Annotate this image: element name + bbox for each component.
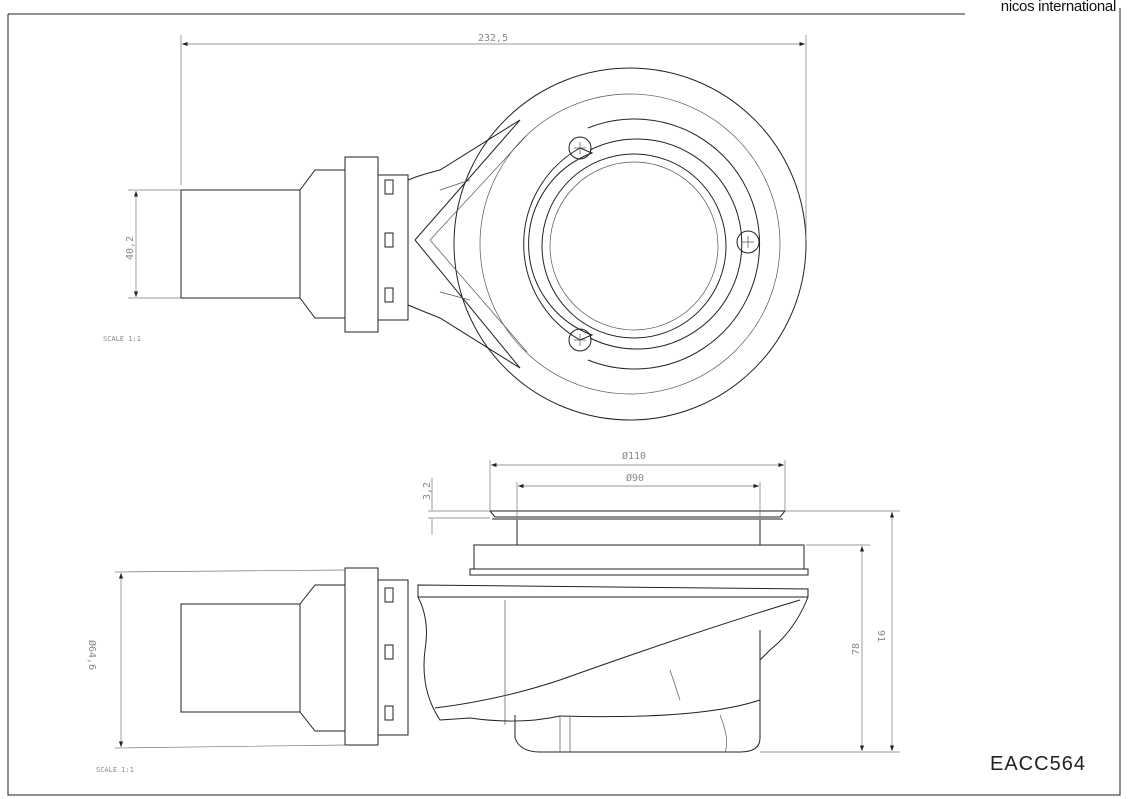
- dim-outlet-diameter: Ø64,6: [86, 640, 98, 670]
- dim-total-height: 91: [875, 630, 886, 642]
- dim-body-height: 78: [851, 643, 862, 655]
- dim-overall-length: 232,5: [478, 33, 508, 44]
- dim-outer-diameter: Ø110: [622, 450, 646, 462]
- brand-logo: nicos international: [1000, 0, 1117, 15]
- top-view-scale: SCALE 1:1: [103, 335, 141, 343]
- drawing-frame: [7, 8, 1121, 796]
- side-view-scale: SCALE 1:1: [96, 766, 134, 774]
- dim-inner-diameter: Ø90: [626, 472, 644, 484]
- side-view: Ø110 Ø90 3,2 78 91 Ø64,6 SCALE 1:1: [86, 450, 900, 774]
- dim-flange-thickness: 3,2: [422, 482, 433, 500]
- dim-outlet-height: 40,2: [125, 236, 136, 260]
- top-view: 232,5 40,2 SCALE 1:1: [103, 33, 807, 421]
- drawing-code: EACC564: [990, 753, 1086, 775]
